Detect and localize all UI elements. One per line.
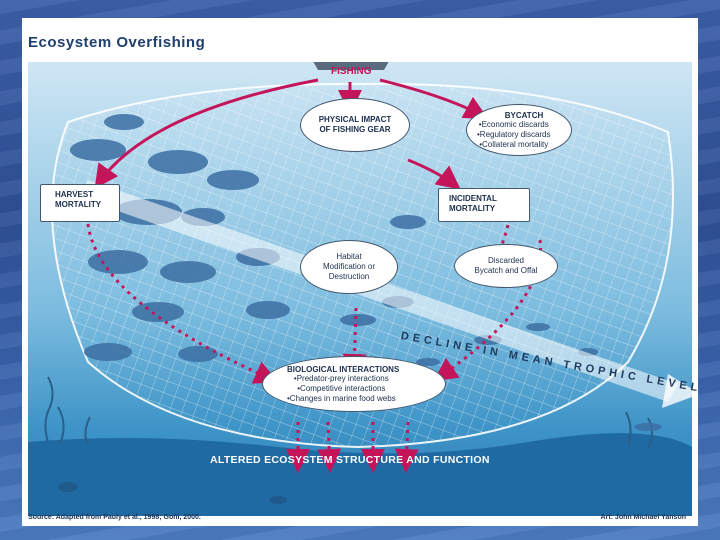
bycatch-box: BYCATCH •Economic discards •Regulatory d… xyxy=(466,104,572,156)
harvest-mortality-box: HARVEST MORTALITY xyxy=(40,184,120,222)
habitat-line1: Habitat xyxy=(336,252,361,262)
bycatch-list: •Economic discards •Regulatory discards … xyxy=(477,120,551,150)
harvest-line2: MORTALITY xyxy=(55,200,119,210)
biological-heading: BIOLOGICAL INTERACTIONS xyxy=(287,365,399,374)
habitat-line2: Modification or xyxy=(323,262,375,272)
art-credit: Art: John Michael Yanson xyxy=(601,514,686,521)
discarded-box: Discarded Bycatch and Offal xyxy=(454,244,558,288)
diagram-panel: Ecosystem Overfishing xyxy=(22,18,698,526)
bycatch-heading: BYCATCH xyxy=(505,111,544,120)
physical-impact-line2: OF FISHING GEAR xyxy=(319,125,390,135)
biological-item: •Competitive interactions xyxy=(287,384,396,394)
physical-impact-box: PHYSICAL IMPACT OF FISHING GEAR xyxy=(300,98,410,152)
physical-impact-line1: PHYSICAL IMPACT xyxy=(319,115,392,125)
discarded-line2: Bycatch and Offal xyxy=(475,266,538,276)
incidental-mortality-box: INCIDENTAL MORTALITY xyxy=(438,188,530,222)
diagram-title: Ecosystem Overfishing xyxy=(28,34,205,51)
biological-item: •Predator-prey interactions xyxy=(287,374,396,384)
biological-interactions-box: BIOLOGICAL INTERACTIONS •Predator-prey i… xyxy=(262,356,446,412)
incidental-line2: MORTALITY xyxy=(449,204,529,214)
bycatch-item: •Regulatory discards xyxy=(477,130,551,140)
fishing-label: FISHING xyxy=(331,66,372,77)
incidental-line1: INCIDENTAL xyxy=(449,194,529,204)
habitat-line3: Destruction xyxy=(329,272,369,282)
habitat-box: Habitat Modification or Destruction xyxy=(300,240,398,294)
bycatch-item: •Collateral mortality xyxy=(477,140,551,150)
harvest-line1: HARVEST xyxy=(55,190,119,200)
biological-item: •Changes in marine food webs xyxy=(287,394,396,404)
biological-list: •Predator-prey interactions •Competitive… xyxy=(287,374,396,404)
bycatch-item: •Economic discards xyxy=(477,120,551,130)
altered-ecosystem-label: ALTERED ECOSYSTEM STRUCTURE AND FUNCTION xyxy=(210,454,490,466)
discarded-line1: Discarded xyxy=(488,256,524,266)
source-credit: Source: Adapted from Pauly et al., 1998;… xyxy=(28,514,201,521)
